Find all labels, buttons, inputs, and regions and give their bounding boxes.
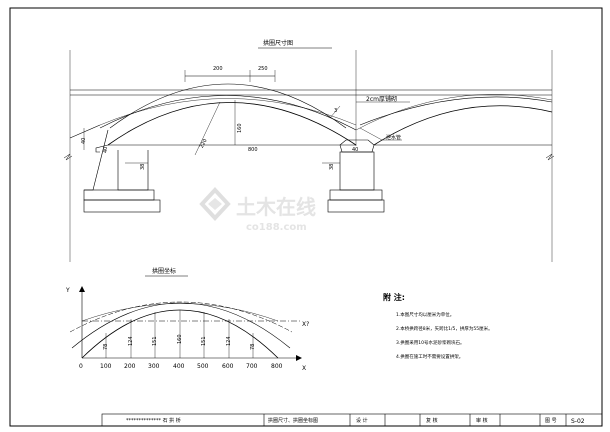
dim-radius-220: 220 xyxy=(199,138,209,149)
tb-sheet-label: 图 号 xyxy=(545,418,557,424)
note-4: 4.拱圈在施工时不需要设置拱架。 xyxy=(396,353,463,360)
watermark-en: co188.com xyxy=(246,222,307,233)
dim-38-right: 38 xyxy=(329,164,335,170)
note-2: 2.本桥拱跨径8米，矢跨比1/5，拱厚为55厘米。 xyxy=(396,325,493,332)
abutment-left-face xyxy=(84,129,109,191)
notes-title: 附 注: xyxy=(383,292,405,302)
break-mark-left xyxy=(63,153,73,161)
axis-label-x-top: X? xyxy=(302,321,309,328)
pier-footing-2 xyxy=(327,199,385,213)
title-block: ************** 石 拱 桥 拱圈尺寸、拱圈坐标图 设 计 复 核 … xyxy=(101,413,603,427)
label-drain: 泄水管 xyxy=(386,134,401,141)
abutment-left-cap xyxy=(95,144,109,153)
arch-coordinate-view: 拱圈坐标 Y X? X 78 124 151 160 151 124 78 0 xyxy=(65,267,309,372)
dim-pier-40: 40 xyxy=(352,147,358,153)
label-fill: 2cm厚铺砌 xyxy=(366,95,397,103)
coord-centerline xyxy=(69,301,293,333)
footing-left-2 xyxy=(83,199,161,213)
dim-38-left: 38 xyxy=(140,164,146,170)
arch-right-intrados xyxy=(373,105,553,146)
radius-line xyxy=(194,101,221,156)
notes-block: 附 注: 1.本图尺寸均以厘米为单位。 2.本桥拱跨径8米，矢跨比1/5，拱厚为… xyxy=(383,292,493,360)
x-tick-600: 600 xyxy=(222,363,234,370)
x-tick-100: 100 xyxy=(100,363,112,370)
break-mark-right xyxy=(545,153,555,161)
ordinate-label-5: 151 xyxy=(201,336,207,346)
arch-intrados xyxy=(107,102,357,146)
dim-200: 200 xyxy=(213,66,223,72)
ring-dim-line xyxy=(329,105,341,119)
x-tick-400: 400 xyxy=(173,363,185,370)
view-title-dimension: 拱圈尺寸图 xyxy=(263,39,293,47)
dim-span-800: 800 xyxy=(248,147,258,153)
x-tick-800: 800 xyxy=(271,363,283,370)
axis-label-y: Y xyxy=(65,287,70,294)
watermark-logo xyxy=(199,187,231,221)
axis-label-x: X xyxy=(302,365,306,372)
ordinate-label-1: 78 xyxy=(103,344,109,350)
ordinate-label-6: 124 xyxy=(226,336,232,346)
arch-fill-line xyxy=(99,98,357,126)
dim-rise-160: 160 xyxy=(237,123,243,133)
ordinate-label-7: 78 xyxy=(250,344,256,350)
ordinate-label-4: 160 xyxy=(177,334,183,344)
arch-extrados xyxy=(99,95,357,131)
tb-design: 设 计 xyxy=(356,417,368,424)
leader-drain xyxy=(359,127,383,141)
x-tick-200: 200 xyxy=(124,363,136,370)
watermark: 土木在线 co188.com xyxy=(199,187,316,233)
note-3: 3.拱圈采用10号水泥砂浆砌块石。 xyxy=(396,339,465,346)
approach-left xyxy=(69,124,101,139)
ordinate-label-2: 124 xyxy=(128,336,134,346)
coord-dash-arc xyxy=(81,303,279,322)
arch-inner-ring xyxy=(109,83,347,129)
x-tick-300: 300 xyxy=(148,363,160,370)
arch-dimension-view: 拱圈尺寸图 200 250 160 800 220 3 xyxy=(63,39,555,262)
x-axis-arrow xyxy=(296,355,302,361)
dim-250: 250 xyxy=(258,66,268,72)
pier-body xyxy=(339,151,375,191)
arch-right-fill xyxy=(355,94,553,131)
tb-project: ************** 石 拱 桥 xyxy=(126,417,181,424)
arch-right-extrados xyxy=(359,96,553,126)
ordinate-label-3: 151 xyxy=(152,336,158,346)
title-block-frame xyxy=(101,413,603,427)
x-tick-700: 700 xyxy=(246,363,258,370)
x-tick-500: 500 xyxy=(197,363,209,370)
tb-drawing-name: 拱圈尺寸、拱圈坐标图 xyxy=(268,417,318,424)
tb-sheet-no: S-02 xyxy=(571,418,585,425)
tb-audit: 审 核 xyxy=(476,417,488,424)
watermark-cn: 土木在线 xyxy=(236,195,316,219)
note-1: 1.本图尺寸均以厘米为单位。 xyxy=(396,311,454,318)
footing-left-1 xyxy=(83,189,155,201)
dim-ring-3: 3 xyxy=(334,108,337,114)
x-tick-0: 0 xyxy=(79,363,83,370)
dim-side-40b: 40 xyxy=(103,147,109,153)
dim-side-40: 40 xyxy=(81,138,87,144)
coord-extrados xyxy=(71,302,291,349)
pier-footing-1 xyxy=(329,189,383,201)
tb-review: 复 核 xyxy=(426,417,438,424)
y-axis-arrow xyxy=(79,286,85,292)
view-title-coord: 拱圈坐标 xyxy=(152,267,176,275)
